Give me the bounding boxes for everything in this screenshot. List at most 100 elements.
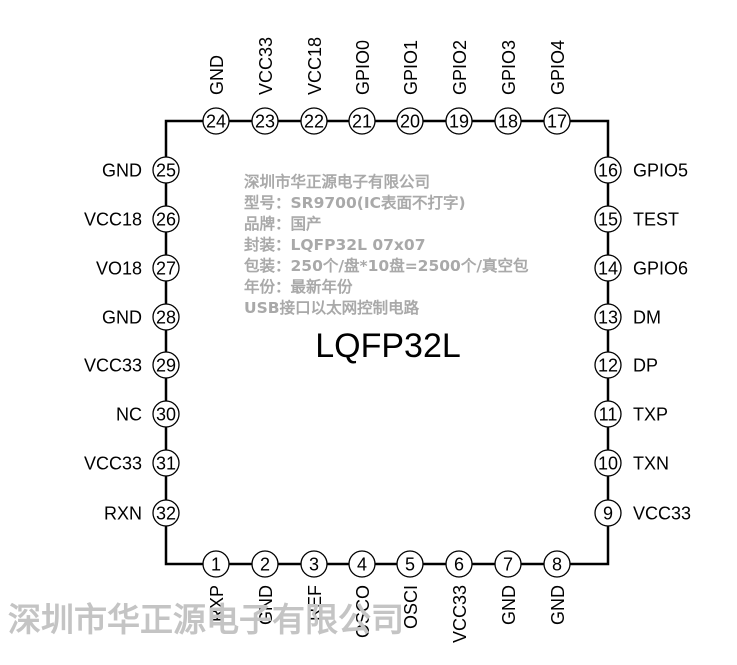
chip-body-outline [164,119,610,566]
pin-name: GPIO6 [633,259,688,279]
pin-17: 17 GPIO4 [543,40,571,135]
pin-name: VO18 [96,259,142,279]
pin-circle [348,550,376,578]
pin-number: 17 [547,112,567,132]
pin-name: VCC33 [450,585,470,643]
pin-circle [594,303,622,331]
pin-circle [251,550,279,578]
pin-name: VCC33 [256,37,276,95]
pin-number: 6 [454,555,464,575]
pin-circle [202,550,230,578]
pin-name: GPIO4 [548,40,568,95]
package-label: LQFP32L [315,327,461,365]
pin-number: 32 [156,504,176,524]
pin-circle [300,550,328,578]
pin-name: GND [207,55,227,95]
pin-26: 26 VCC18 [84,205,180,233]
pin-name: GND [499,585,519,625]
pin-name: GPIO3 [499,40,519,95]
pin-number: 29 [156,356,176,376]
pin-number: 20 [400,112,420,132]
pin-circle [594,400,622,428]
pin-number: 28 [156,308,176,328]
pin-number: 26 [156,210,176,230]
pin-circle [251,107,279,135]
pin-circle [152,449,180,477]
pin-number: 25 [156,161,176,181]
pin-circle [152,205,180,233]
pin-number: 8 [552,555,562,575]
pin-24: 24 GND [202,55,230,135]
pin-name: VCC33 [633,504,691,524]
pin-name: GND [102,161,142,181]
pin-number: 11 [599,405,618,425]
pin-circle [594,449,622,477]
pin-number: 2 [260,555,270,575]
pin-name: GPIO2 [450,40,470,95]
pin-name: VCC18 [84,210,142,230]
pin-circle [594,205,622,233]
pins-top-row: 24GND23VCC3322VCC1821GPIO020GPIO119GPIO2… [202,37,571,135]
pin-name: GND [548,585,568,625]
pin-28: 28 GND [102,303,180,331]
pin-19: 19 GPIO2 [445,40,473,135]
watermark-line: 包装：250个/盘*10盘=2500个/真空包 [244,256,529,275]
pin-circle [396,107,424,135]
pin-circle [594,156,622,184]
pin-number: 14 [598,259,618,279]
pin-number: 10 [598,454,618,474]
pin-number: 13 [598,308,618,328]
pin-number: 3 [309,555,319,575]
watermark-line: 品牌：国产 [244,214,322,233]
pin-14: 14 GPIO6 [594,254,688,282]
pin-circle [445,550,473,578]
pin-number: 22 [304,112,324,132]
pin-circle [152,254,180,282]
pin-number: 1 [211,555,221,575]
pin-circle [152,351,180,379]
pin-30: 30 NC [116,400,180,428]
pin-number: 27 [156,259,176,279]
pin-name: GND [102,308,142,328]
pin-circle [152,400,180,428]
pin-number: 12 [598,356,618,376]
pin-number: 15 [598,210,618,230]
pin-circle [494,107,522,135]
pin-number: 24 [206,112,226,132]
pin-name: RXP [207,585,227,622]
pin-number: 30 [156,405,176,425]
pin-number: 21 [352,112,372,132]
pin-number: 4 [357,555,367,575]
pin-name: GPIO5 [633,161,688,181]
watermark-line: USB接口以太网控制电路 [244,298,420,317]
pin-25: 25 GND [102,156,180,184]
pin-27: 27 VO18 [96,254,180,282]
pin-circle [494,550,522,578]
pin-number: 31 [156,454,176,474]
pin-name: GND [256,585,276,625]
pin-circle [152,499,180,527]
pin-name: NC [116,405,142,425]
pin-number: 19 [449,112,469,132]
watermark-line: 封装：LQFP32L 07x07 [244,235,425,254]
pin-circle [594,351,622,379]
